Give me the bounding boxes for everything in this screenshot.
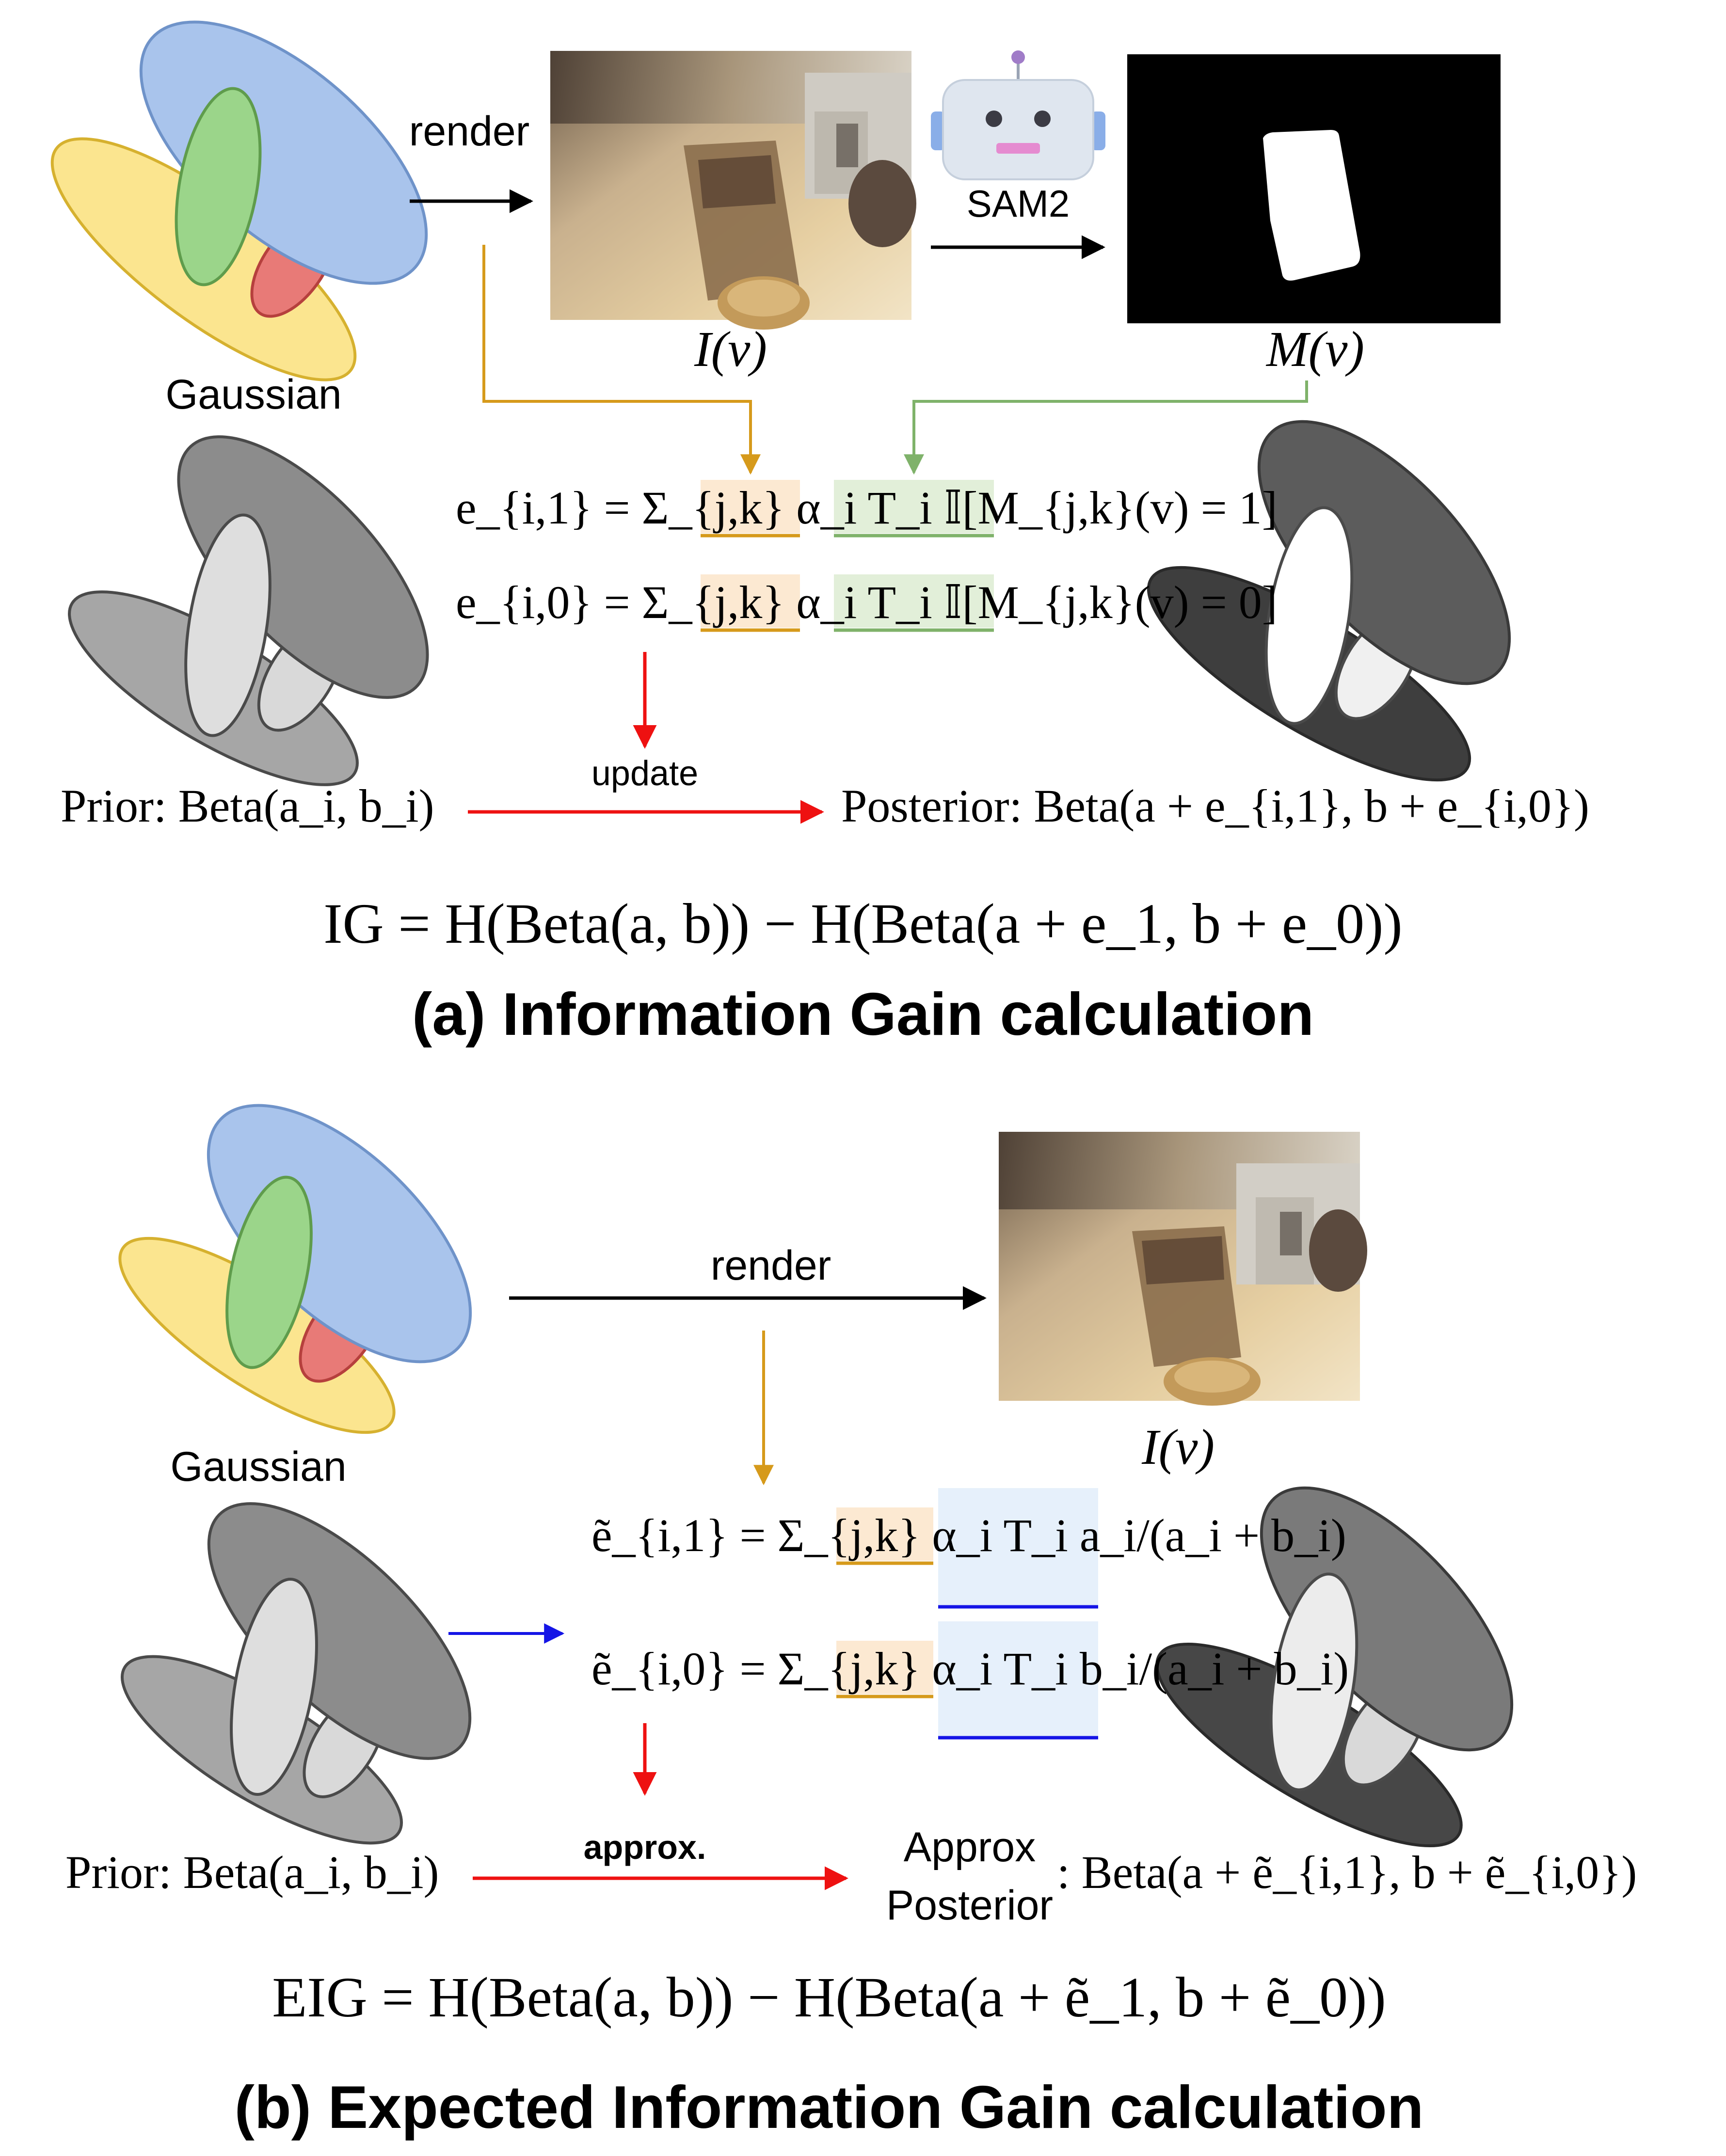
- gaussian-posterior-gray-icon-b: [1155, 1486, 1514, 1848]
- ig-formula: IG = H(Beta(a, b)) − H(Beta(a + e_1, b +…: [323, 892, 1402, 955]
- prior-label: Prior: Beta(a_i, b_i): [61, 780, 434, 832]
- render-label-b: render: [711, 1242, 831, 1289]
- mask-label: M(v): [1265, 321, 1364, 377]
- gaussian-colored-icon: [50, 20, 428, 381]
- gaussian-colored-icon-b: [118, 1104, 472, 1434]
- rendered-image-b: [999, 1132, 1367, 1406]
- posterior-label: Posterior: Beta(a + e_{i,1}, b + e_{i,0}…: [841, 780, 1589, 832]
- alpha-highlight-b2: [836, 1641, 933, 1694]
- approx-label: approx.: [584, 1828, 706, 1866]
- alpha-highlight-b1: [836, 1507, 933, 1561]
- render-label: render: [409, 108, 530, 155]
- approx-posterior-line1: Approx: [904, 1824, 1036, 1871]
- approx-posterior-formula: : Beta(a + ẽ_{i,1}, b + ẽ_{i,0}): [1057, 1846, 1637, 1898]
- equation-e1: e_{i,1} = Σ_{j,k} α_i T_i 𝕀[M_{j,k}(v) =…: [456, 482, 1278, 534]
- mask-highlight-2: [834, 574, 994, 628]
- caption-b: (b) Expected Information Gain calculatio…: [235, 2074, 1424, 2141]
- mask-arrow: [904, 380, 1308, 475]
- caption-a: (a) Information Gain calculation: [412, 981, 1314, 1048]
- rendered-image: [550, 51, 916, 330]
- eig-formula: EIG = H(Beta(a, b)) − H(Beta(a + ẽ_1, b …: [272, 1966, 1386, 2029]
- frac-highlight-b2: [938, 1621, 1098, 1738]
- mask-highlight-1: [834, 480, 994, 533]
- equation-e1-tilde: ẽ_{i,1} = Σ_{j,k} α_i T_i a_i/(a_i + b_i…: [591, 1509, 1346, 1561]
- alpha-arrow: [482, 245, 761, 475]
- equation-e0-tilde: ẽ_{i,0} = Σ_{j,k} α_i T_i b_i/(a_i + b_i…: [591, 1643, 1349, 1695]
- image-label: I(v): [694, 321, 767, 377]
- panel-b: Gaussian render I(v): [65, 1104, 1637, 2141]
- gaussian-label: Gaussian: [165, 371, 341, 418]
- update-label: update: [591, 754, 698, 793]
- approx-posterior-line2: Posterior: [886, 1882, 1053, 1929]
- panel-a: Gaussian render I(v): [50, 20, 1589, 1048]
- image-label-b: I(v): [1141, 1419, 1215, 1475]
- sam2-label: SAM2: [967, 182, 1070, 225]
- alpha-highlight-1: [701, 480, 800, 533]
- alpha-highlight-2: [701, 574, 800, 628]
- equation-e0: e_{i,0} = Σ_{j,k} α_i T_i 𝕀[M_{j,k}(v) =…: [456, 576, 1278, 628]
- gaussian-posterior-gray-icon: [1147, 420, 1511, 782]
- gaussian-prior-gray-icon-b: [121, 1502, 472, 1845]
- robot-icon: [931, 50, 1105, 180]
- prior-label-b: Prior: Beta(a_i, b_i): [65, 1846, 439, 1898]
- frac-highlight-b1: [938, 1488, 1098, 1607]
- mask-image: [1127, 54, 1501, 323]
- gaussian-prior-gray-icon: [68, 435, 429, 786]
- gaussian-label-b: Gaussian: [170, 1443, 346, 1490]
